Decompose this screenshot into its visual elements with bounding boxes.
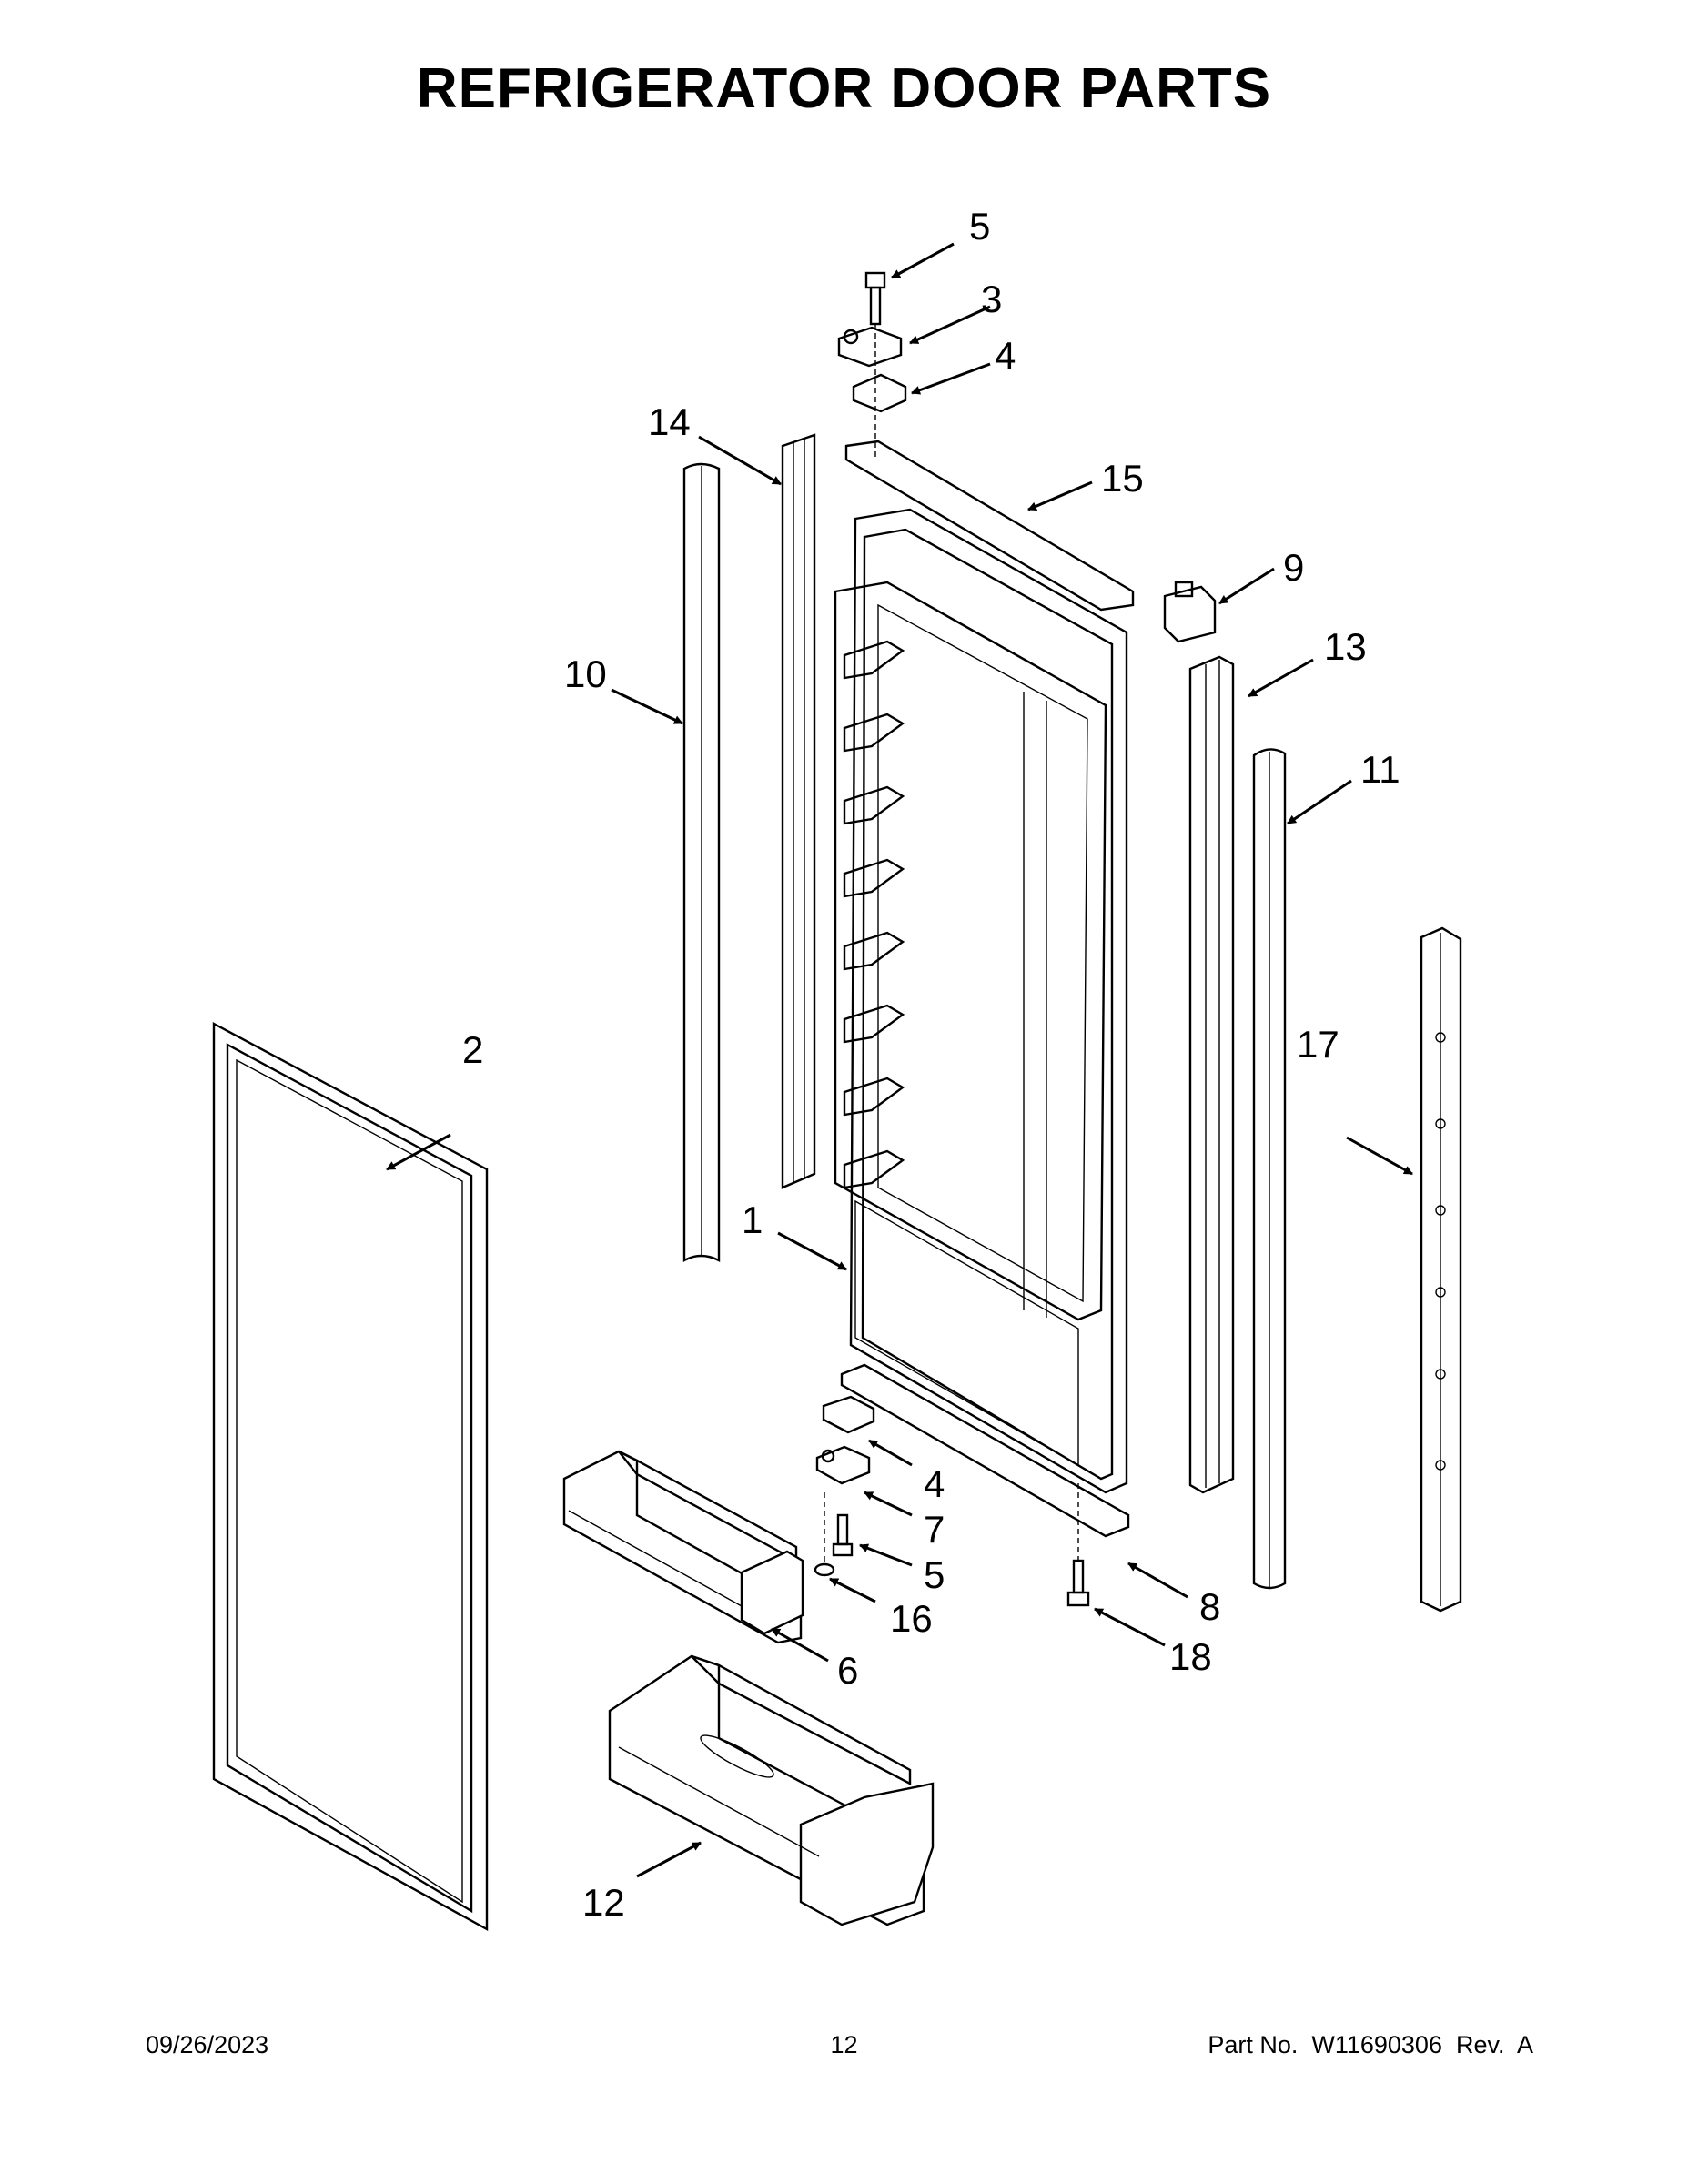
- top-hinge-bracket-part-3: [837, 326, 903, 368]
- screw-part-18: [1066, 1483, 1090, 1607]
- vertical-strip-part-17: [1420, 926, 1462, 1613]
- bottom-hinge-screw-part-5: [832, 1513, 854, 1557]
- top-hinge-bushing-part-4: [852, 373, 907, 413]
- callout-9: 9: [1283, 546, 1304, 589]
- bottom-hinge-bushing-part-4: [822, 1395, 875, 1434]
- callout-5-bottom: 5: [924, 1553, 945, 1596]
- callout-18: 18: [1169, 1635, 1212, 1678]
- callout-2: 2: [462, 1028, 483, 1071]
- callout-labels: 5 3 4 14 15 9 13 10 11 2 17 1 4 7 5 16 8…: [462, 205, 1400, 1924]
- top-hinge-plate-part-15: [844, 440, 1135, 612]
- callout-17: 17: [1297, 1023, 1339, 1066]
- callout-5-top: 5: [969, 205, 990, 248]
- callout-10: 10: [564, 652, 607, 695]
- footer-date: 09/26/2023: [146, 2031, 269, 2058]
- callout-16: 16: [890, 1597, 933, 1640]
- callout-6: 6: [837, 1649, 858, 1692]
- callout-8: 8: [1199, 1585, 1220, 1628]
- large-door-bin-part-12: [608, 1654, 935, 1926]
- door-gasket-part-2: [212, 1022, 489, 1932]
- right-door-trim-part-11: [1252, 748, 1287, 1590]
- footer-page-number: 12: [830, 2031, 858, 2058]
- bottom-hinge-bracket-part-7: [815, 1445, 871, 1485]
- callout-4-bottom: 4: [924, 1462, 945, 1505]
- left-trim-channel-part-14: [781, 433, 816, 1189]
- leader-arrows: [386, 242, 1413, 1878]
- callout-3: 3: [981, 278, 1002, 320]
- footer-part-number: Part No. W11690306 Rev. A: [1208, 2031, 1533, 2058]
- door-closer-part-9: [1163, 581, 1217, 643]
- callout-12: 12: [582, 1881, 625, 1924]
- washer-part-16: [814, 1562, 835, 1577]
- left-door-trim-part-10: [682, 462, 721, 1263]
- small-door-bin-part-6: [562, 1450, 804, 1644]
- right-trim-channel-part-13: [1188, 655, 1235, 1494]
- callout-13: 13: [1324, 625, 1367, 668]
- door-shelf-ribs: [843, 640, 905, 1189]
- callout-1: 1: [742, 1198, 763, 1241]
- callout-7: 7: [924, 1508, 945, 1551]
- bottom-hinge-plate-part-8: [840, 1363, 1130, 1538]
- callout-11: 11: [1360, 748, 1400, 791]
- door-assembly-part-1: [834, 508, 1128, 1494]
- page-title: REFRIGERATOR DOOR PARTS: [416, 57, 1272, 120]
- callout-14: 14: [648, 400, 691, 443]
- callout-4-top: 4: [995, 334, 1016, 377]
- callout-15: 15: [1101, 457, 1144, 500]
- top-hinge-screw-part-5: [864, 271, 886, 326]
